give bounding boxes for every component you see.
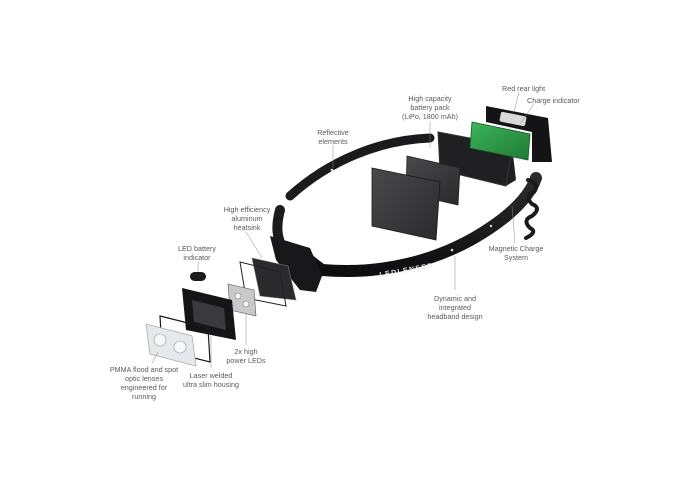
leader-charge-indicator [519, 103, 535, 125]
callout-led-battery-indicator: LED battery indicator [178, 244, 216, 262]
reflective-element [330, 168, 334, 172]
reflective-element [489, 224, 493, 228]
callout-power-leds: 2x high power LEDs [226, 347, 266, 365]
front-lamp-body [270, 236, 322, 292]
headband-rear-strap [285, 133, 435, 201]
leader-magnetic-charge [511, 205, 516, 244]
callout-reflective-elements: Reflective elements [317, 128, 349, 146]
callout-heatsink: High efficiency aluminum heatsink [223, 205, 271, 232]
charge-cable-coil [524, 178, 539, 240]
callout-headband: Dynamic and integrated headband design [427, 294, 483, 321]
charge-pcb [469, 121, 531, 161]
heatsink-gasket [239, 261, 287, 307]
led-emitter [242, 300, 250, 308]
callout-lenses: PMMA flood and spot optic lenses enginee… [109, 365, 179, 401]
spot-lens [153, 333, 167, 347]
callout-charge-indicator: Charge indicator [527, 96, 580, 105]
flood-lens [173, 340, 187, 354]
led-emitter [234, 292, 242, 300]
leader-red-rear-light [513, 91, 520, 113]
callout-housing: Laser welded ultra slim housing [183, 371, 239, 389]
rear-light-window [499, 111, 527, 127]
callout-battery-pack: High capacity battery pack (LiPo, 1800 m… [402, 94, 458, 121]
leader-heatsink [245, 231, 263, 259]
reflective-element [450, 248, 454, 252]
leader-lenses [151, 351, 159, 364]
heatsink [251, 257, 297, 301]
led-battery-indicator-part [190, 272, 206, 281]
battery-pack [371, 167, 441, 241]
callout-magnetic-charge: Magnetic Charge System [488, 244, 544, 262]
callout-red-rear-light: Red rear light [502, 84, 546, 93]
